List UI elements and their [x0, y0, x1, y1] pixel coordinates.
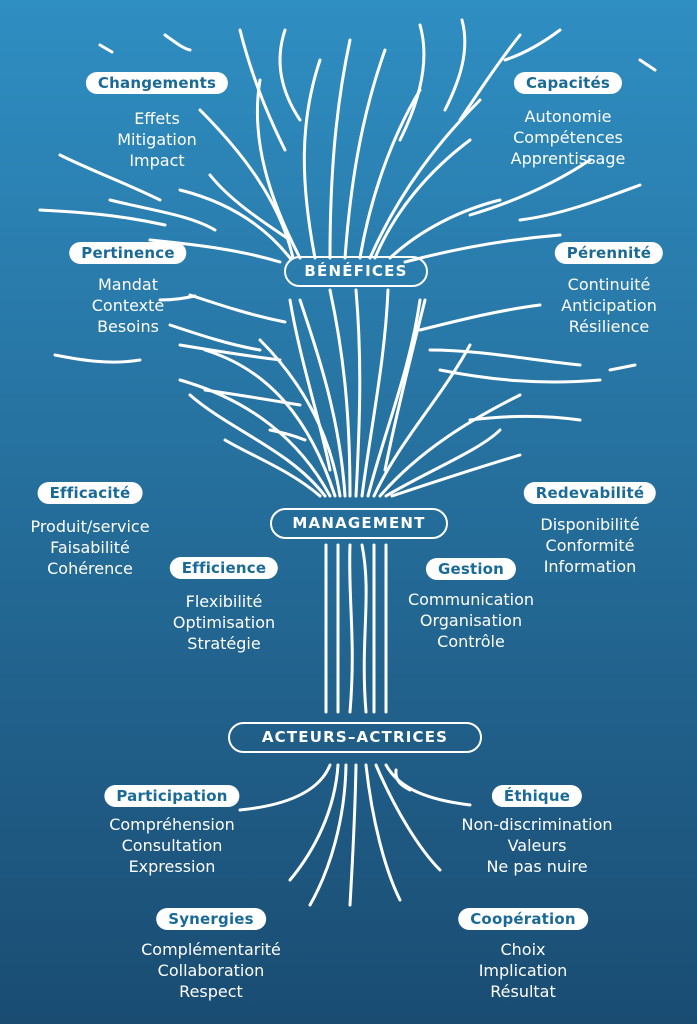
label-efficacite: Efficacité [37, 482, 143, 504]
item-autonomie: Autonomie [524, 107, 612, 126]
root-lines [238, 763, 472, 907]
list-synergies: Complémentarité Collaboration Respect [141, 939, 281, 1002]
item-impact: Impact [129, 151, 185, 170]
item-controle: Contrôle [437, 632, 505, 651]
item-respect: Respect [179, 982, 243, 1001]
item-besoins: Besoins [97, 317, 159, 336]
item-strategie: Stratégie [187, 634, 261, 653]
item-produit-service: Produit/service [30, 517, 150, 536]
item-coherence: Cohérence [47, 559, 133, 578]
label-participation: Participation [104, 785, 240, 807]
item-valeurs: Valeurs [507, 836, 567, 855]
list-cooperation: Choix Implication Résultat [479, 939, 568, 1002]
item-non-discrimination: Non-discrimination [461, 815, 613, 834]
canopy-lines [38, 18, 657, 264]
item-continuite: Continuité [567, 275, 651, 294]
list-ethique: Non-discrimination Valeurs Ne pas nuire [461, 814, 612, 877]
item-optimisation: Optimisation [172, 613, 276, 632]
label-ethique: Éthique [491, 785, 583, 807]
item-apprentissage: Apprentissage [510, 149, 626, 168]
list-capacites: Autonomie Compétences Apprentissage [511, 106, 626, 169]
branch-lines [178, 288, 522, 498]
label-efficience: Efficience [169, 557, 279, 579]
item-anticipation: Anticipation [561, 296, 657, 315]
label-cooperation: Coopération [458, 908, 588, 930]
item-contexte: Contexte [91, 296, 165, 315]
label-changements: Changements [85, 72, 229, 94]
item-flexibilite: Flexibilité [185, 592, 263, 611]
item-complementarite: Complémentarité [141, 940, 281, 959]
item-organisation: Organisation [419, 611, 523, 630]
item-disponibilite: Disponibilité [540, 515, 640, 534]
item-mitigation: Mitigation [117, 130, 197, 149]
item-resilience: Résilience [568, 317, 650, 336]
list-efficacite: Produit/service Faisabilité Cohérence [30, 516, 149, 579]
list-pertinence: Mandat Contexte Besoins [92, 274, 165, 337]
item-faisabilite: Faisabilité [50, 538, 130, 557]
side-lines [53, 293, 637, 442]
item-mandat: Mandat [98, 275, 158, 294]
item-expression: Expression [128, 857, 216, 876]
item-implication: Implication [478, 961, 568, 980]
list-participation: Compréhension Consultation Expression [109, 814, 235, 877]
label-synergies: Synergies [156, 908, 266, 930]
list-gestion: Communication Organisation Contrôle [408, 589, 534, 652]
item-resultat: Résultat [490, 982, 556, 1001]
hub-acteurs-actrices: ACTEURS–ACTRICES [228, 722, 482, 753]
item-ne-pas-nuire: Ne pas nuire [486, 857, 588, 876]
list-redevabilite: Disponibilité Conformité Information [540, 514, 639, 577]
item-effets: Effets [134, 109, 180, 128]
item-communication: Communication [407, 590, 535, 609]
item-conformite: Conformité [545, 536, 635, 555]
label-capacites: Capacités [513, 72, 623, 94]
hub-management: MANAGEMENT [270, 508, 448, 539]
label-pertinence: Pertinence [69, 242, 187, 264]
list-efficience: Flexibilité Optimisation Stratégie [173, 591, 275, 654]
label-gestion: Gestion [425, 558, 517, 580]
item-consultation: Consultation [121, 836, 223, 855]
label-redevabilite: Redevabilité [523, 482, 657, 504]
hub-benefices: BÉNÉFICES [284, 256, 428, 287]
list-changements: Effets Mitigation Impact [117, 108, 197, 171]
label-perennite: Pérennité [554, 242, 664, 264]
item-choix: Choix [500, 940, 546, 959]
item-information: Information [543, 557, 637, 576]
trunk-lines [324, 543, 388, 714]
item-comprehension: Compréhension [109, 815, 235, 834]
item-collaboration: Collaboration [157, 961, 265, 980]
list-perennite: Continuité Anticipation Résilience [561, 274, 657, 337]
item-competences: Compétences [513, 128, 623, 147]
